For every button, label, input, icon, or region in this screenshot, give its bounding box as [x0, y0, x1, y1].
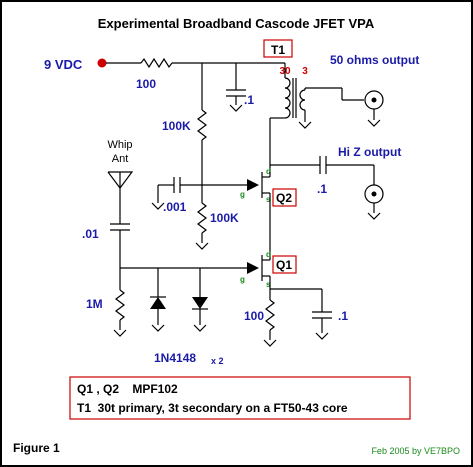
diagram-title: Experimental Broadband Cascode JFET VPA	[98, 16, 375, 31]
resistor-input-label: 1M	[86, 297, 103, 311]
capacitor-output	[319, 156, 327, 174]
capacitor-decouple	[226, 89, 246, 97]
capacitor-decouple-label: .1	[244, 93, 254, 107]
antenna-label-line1: Whip	[107, 139, 132, 151]
q2-label-box	[272, 188, 297, 207]
q2-pin-source: s	[266, 195, 271, 204]
jfet-q1	[247, 255, 270, 281]
q1-pin-drain: d	[266, 250, 271, 259]
resistor-supply	[140, 57, 173, 69]
supply-label: 9 VDC	[44, 57, 83, 72]
resistor-bias-top-label: 100K	[162, 119, 191, 133]
q1-pin-source: s	[266, 280, 271, 289]
diode-part-label: 1N4148	[154, 351, 196, 365]
figure-label: Figure 1	[13, 441, 60, 455]
capacitor-input	[110, 223, 130, 231]
transformer-label-box	[263, 39, 293, 58]
q1-label: Q1	[276, 258, 292, 272]
coax-connector-50-ohm	[364, 90, 384, 110]
antenna-label-line2: Ant	[112, 153, 129, 165]
resistor-supply-label: 100	[136, 77, 156, 91]
capacitor-output-label: .1	[317, 182, 327, 196]
resistor-bias-bottom	[197, 202, 207, 234]
supply-terminal	[97, 58, 107, 68]
jfet-q2	[247, 172, 270, 198]
coax-connector-hi-z	[364, 184, 384, 204]
resistor-input	[115, 289, 125, 321]
q1-label-box	[272, 255, 297, 274]
diode-1	[150, 296, 166, 309]
transformer-label: T1	[271, 43, 285, 57]
capacitor-bias	[173, 177, 181, 193]
capacitor-input-label: .01	[82, 227, 99, 241]
output-hi-z-label: Hi Z output	[338, 145, 401, 159]
notes-box	[69, 376, 411, 420]
resistor-bias-bottom-label: 100K	[210, 211, 239, 225]
q2-label: Q2	[276, 191, 292, 205]
transformer-t1	[284, 77, 306, 119]
notes-line-1: Q1 , Q2 MPF102	[77, 382, 178, 396]
resistor-source-label: 100	[244, 309, 264, 323]
diode-count-label: x 2	[211, 356, 224, 366]
transformer-secondary-turns: 3	[302, 66, 308, 77]
notes-line-2: T1 30t primary, 3t secondary on a FT50-4…	[77, 401, 348, 415]
capacitor-bias-label: .001	[163, 200, 187, 214]
resistor-bias-top	[197, 109, 207, 141]
diode-2	[192, 297, 208, 310]
resistor-source	[265, 299, 275, 331]
q1-pin-gate: g	[240, 275, 245, 284]
capacitor-source	[312, 311, 332, 319]
q2-pin-gate: g	[240, 190, 245, 199]
capacitor-source-label: .1	[338, 309, 348, 323]
whip-antenna	[107, 171, 134, 189]
output-50-ohm-label: 50 ohms output	[330, 53, 419, 67]
credit-label: Feb 2005 by VE7BPO	[371, 446, 460, 456]
q2-pin-drain: d	[266, 167, 271, 176]
